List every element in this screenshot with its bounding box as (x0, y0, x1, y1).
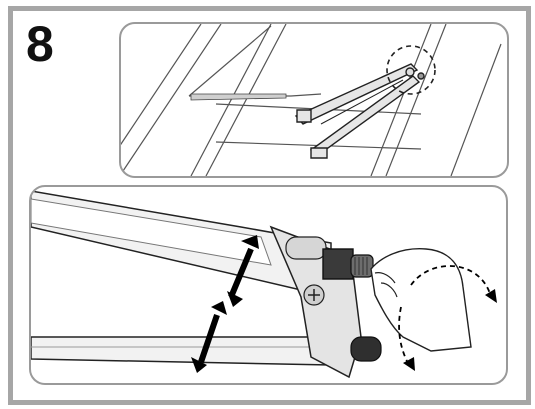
overview-arm-illustration (121, 24, 502, 176)
step-number: 8 (26, 16, 54, 72)
rotate-arrow-top (410, 265, 492, 298)
detail-arm-illustration (31, 190, 497, 379)
detail-illustration-panel (29, 185, 508, 385)
highlight-circle (386, 45, 436, 95)
move-arrow-lower (191, 301, 227, 373)
overview-illustration-panel (119, 22, 509, 178)
rotate-arrow-bottom (398, 306, 410, 366)
hand-illustration (370, 248, 472, 352)
move-arrow-upper (227, 235, 259, 307)
